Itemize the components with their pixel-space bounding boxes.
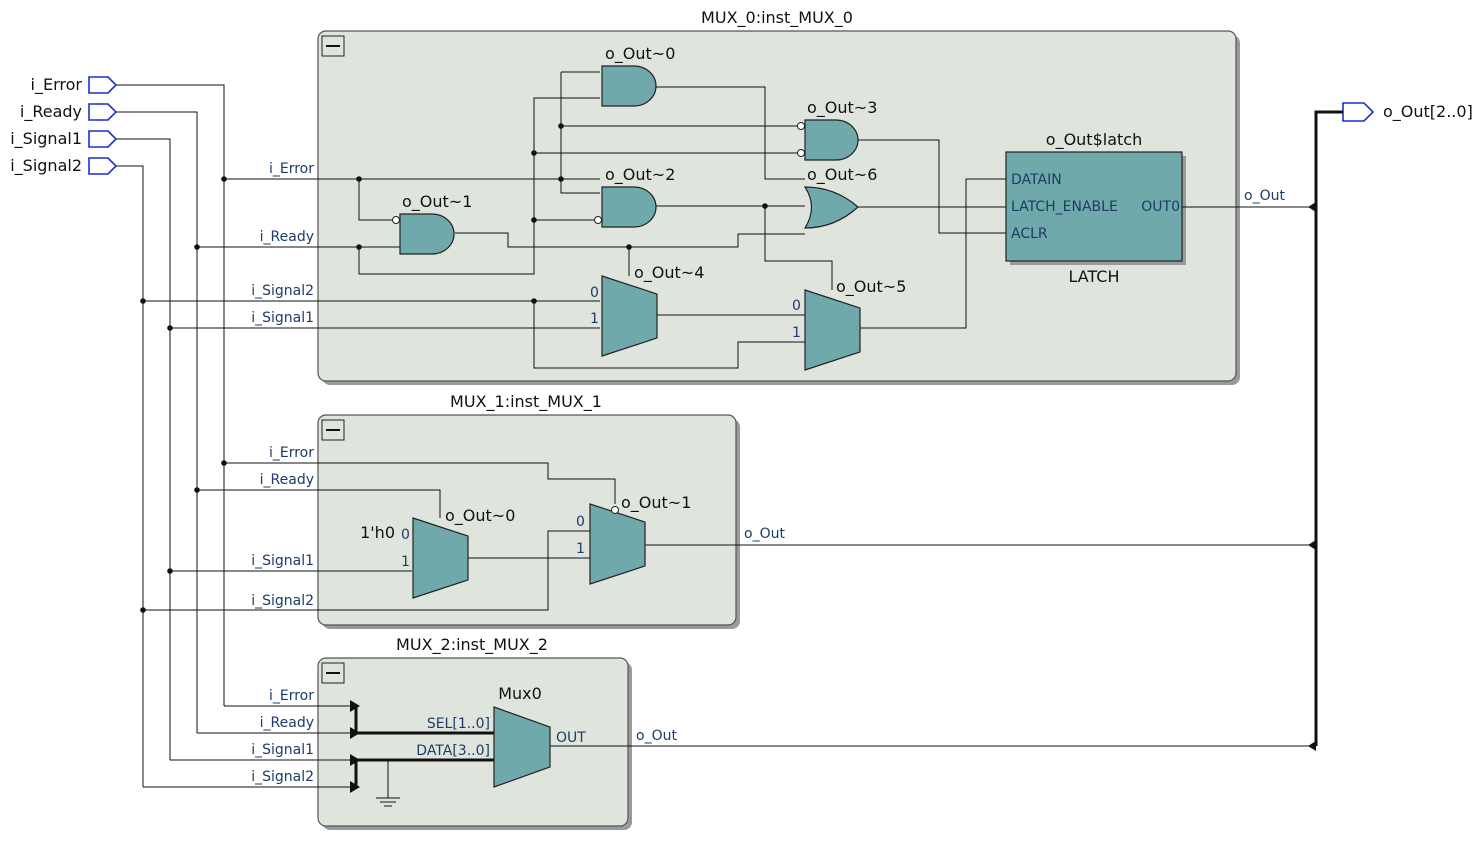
output-port-o-out[interactable]: o_Out[2..0] xyxy=(1342,102,1473,122)
mux2-data-pin: DATA[3..0] xyxy=(416,743,490,759)
svg-text:0: 0 xyxy=(792,298,801,314)
mux0-wire-label-ready: i_Ready xyxy=(260,229,314,245)
mux2-block[interactable] xyxy=(317,657,632,830)
svg-text:o_Out~0: o_Out~0 xyxy=(605,44,675,64)
mux1-wire-label-ready: i_Ready xyxy=(260,472,314,488)
mux-o-out-4[interactable]: 0 1 o_Out~4 xyxy=(590,263,704,357)
mux0-title: MUX_0:inst_MUX_0 xyxy=(701,8,853,28)
output-bus xyxy=(1308,110,1343,751)
mux1-o-out-0[interactable]: 0 1 o_Out~0 xyxy=(401,506,515,599)
latch-title: o_Out$latch xyxy=(1046,130,1142,150)
mux1-wire-label-signal1: i_Signal1 xyxy=(251,553,314,569)
svg-text:o_Out~1: o_Out~1 xyxy=(621,493,691,513)
svg-text:o_Out~5: o_Out~5 xyxy=(836,277,906,297)
svg-text:0: 0 xyxy=(576,514,585,530)
gate-o-out-1[interactable]: o_Out~1 xyxy=(392,192,473,255)
mux0-collapse-button[interactable] xyxy=(321,35,345,57)
mux1-constant: 1'h0 xyxy=(360,523,395,542)
mux2-title: MUX_2:inst_MUX_2 xyxy=(396,635,548,655)
mux1-wire-label-error: i_Error xyxy=(269,445,314,461)
mux1-collapse-button[interactable] xyxy=(321,419,345,441)
input-port-i-ready[interactable]: i_Ready xyxy=(20,102,118,122)
mux2-mux-name: Mux0 xyxy=(498,684,542,703)
mux2-collapse-button[interactable] xyxy=(321,662,345,684)
mux2-out-pin: OUT xyxy=(556,730,586,746)
mux2-wire-label-error: i_Error xyxy=(269,688,314,704)
input-port-i-signal2[interactable]: i_Signal2 xyxy=(10,156,118,176)
mux1-output-label: o_Out xyxy=(744,526,785,542)
svg-text:1: 1 xyxy=(401,554,410,570)
mux2-mux0[interactable]: Mux0 SEL[1..0] DATA[3..0] OUT xyxy=(416,684,586,788)
mux1-block[interactable] xyxy=(317,414,740,629)
gate-o-out-3[interactable]: o_Out~3 xyxy=(797,98,878,161)
input-nets xyxy=(116,84,616,788)
mux0-wire-label-error: i_Error xyxy=(269,161,314,177)
svg-text:o_Out~2: o_Out~2 xyxy=(605,165,675,185)
svg-text:0: 0 xyxy=(590,285,599,301)
input-port-i-signal1[interactable]: i_Signal1 xyxy=(10,129,118,149)
mux2-wire-label-signal1: i_Signal1 xyxy=(251,742,314,758)
mux2-output-label: o_Out xyxy=(636,728,677,744)
svg-text:0: 0 xyxy=(401,527,410,543)
gate-o-out-6[interactable]: o_Out~6 xyxy=(803,165,877,229)
mux1-wire-label-signal2: i_Signal2 xyxy=(251,593,314,609)
gate-o-out-0[interactable]: o_Out~0 xyxy=(601,44,675,107)
mux0-output-label: o_Out xyxy=(1244,188,1285,204)
mux0-wire-label-signal2: i_Signal2 xyxy=(251,283,314,299)
svg-text:i_Error: i_Error xyxy=(31,75,83,95)
mux0-wire-label-signal1: i_Signal1 xyxy=(251,310,314,326)
latch-aclr-pin: ACLR xyxy=(1011,226,1048,242)
svg-text:1: 1 xyxy=(792,325,801,341)
latch-enable-pin: LATCH_ENABLE xyxy=(1011,199,1118,215)
svg-text:1: 1 xyxy=(576,541,585,557)
svg-text:o_Out~3: o_Out~3 xyxy=(807,98,877,118)
mux2-wire-label-signal2: i_Signal2 xyxy=(251,769,314,785)
mux2-sel-pin: SEL[1..0] xyxy=(427,716,490,732)
mux-o-out-5[interactable]: 0 1 o_Out~5 xyxy=(792,277,906,371)
svg-text:i_Signal1: i_Signal1 xyxy=(10,129,82,149)
latch-type: LATCH xyxy=(1068,267,1119,286)
mux1-title: MUX_1:inst_MUX_1 xyxy=(450,392,602,412)
mux1-internal-nets xyxy=(468,544,1312,559)
latch-o-out[interactable]: o_Out$latch DATAIN LATCH_ENABLE ACLR OUT… xyxy=(1005,130,1186,286)
mux2-wire-label-ready: i_Ready xyxy=(260,715,314,731)
svg-text:i_Signal2: i_Signal2 xyxy=(10,156,82,176)
svg-text:o_Out~6: o_Out~6 xyxy=(807,165,877,185)
input-port-i-error[interactable]: i_Error xyxy=(31,75,118,95)
svg-text:o_Out~0: o_Out~0 xyxy=(445,506,515,526)
svg-text:o_Out[2..0]: o_Out[2..0] xyxy=(1383,102,1473,122)
mux0-internal-nets xyxy=(356,71,1006,369)
latch-out-pin: OUT0 xyxy=(1141,199,1180,215)
svg-text:o_Out~1: o_Out~1 xyxy=(402,192,472,212)
svg-text:o_Out~4: o_Out~4 xyxy=(634,263,704,283)
svg-text:i_Ready: i_Ready xyxy=(20,102,82,122)
svg-text:1: 1 xyxy=(590,311,599,327)
gate-o-out-2[interactable]: o_Out~2 xyxy=(594,165,676,228)
mux1-o-out-1[interactable]: 0 1 o_Out~1 xyxy=(576,493,691,585)
latch-datain-pin: DATAIN xyxy=(1011,172,1062,188)
mux2-internal-nets xyxy=(350,700,1312,807)
